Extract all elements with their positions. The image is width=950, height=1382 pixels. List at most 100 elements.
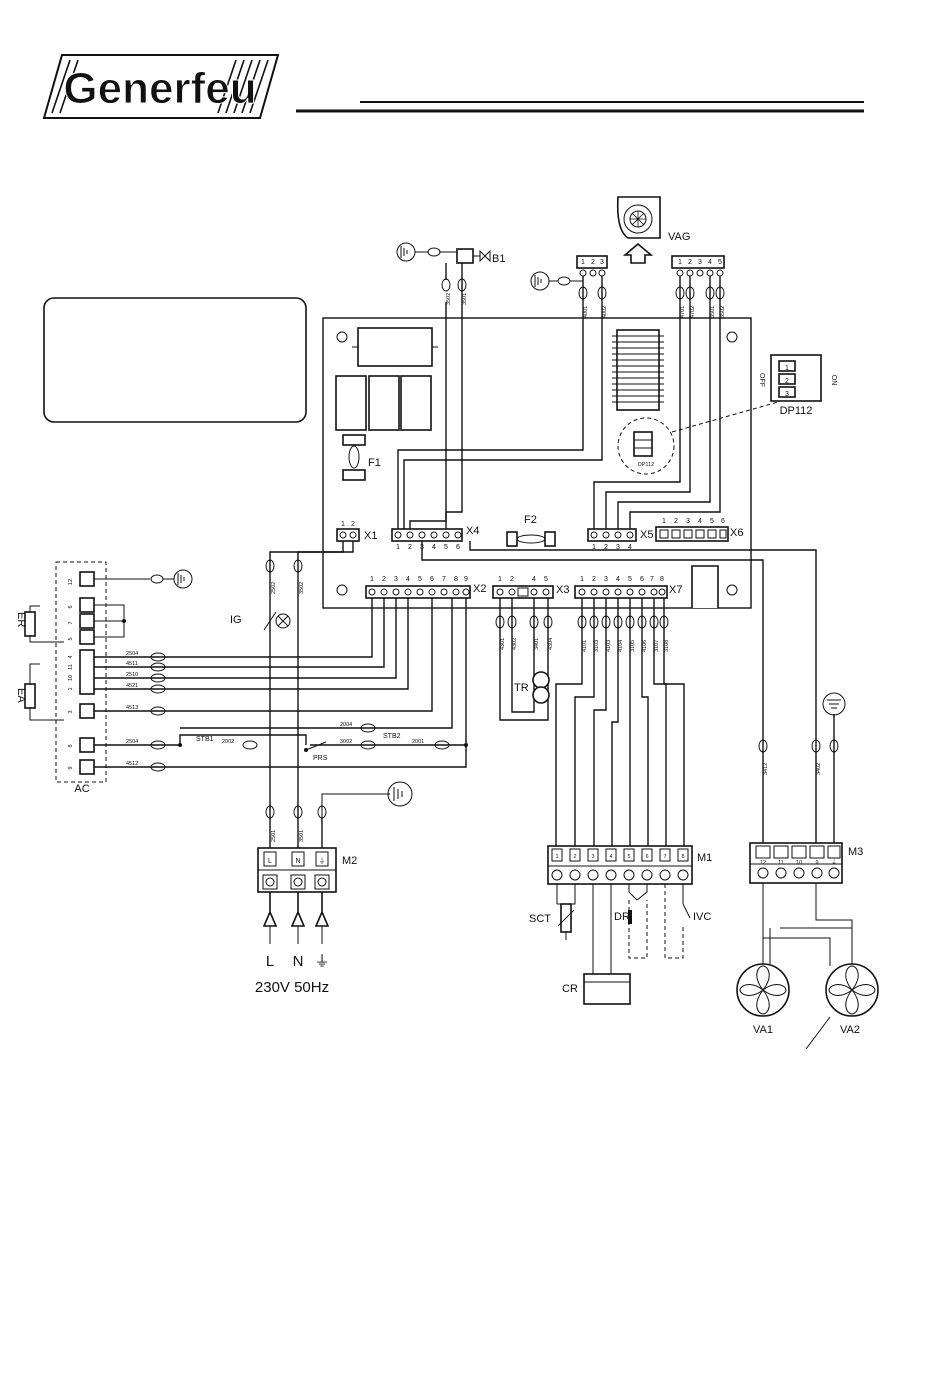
svg-text:4304: 4304 bbox=[548, 638, 554, 650]
svg-text:4103: 4103 bbox=[606, 640, 612, 652]
svg-text:5: 5 bbox=[627, 854, 630, 860]
svg-text:PRS: PRS bbox=[313, 755, 328, 762]
svg-text:⏚: ⏚ bbox=[314, 953, 329, 970]
f1-label: F1 bbox=[368, 457, 381, 469]
svg-text:6: 6 bbox=[645, 854, 648, 860]
m1-label: M1 bbox=[697, 852, 712, 864]
svg-text:4002: 4002 bbox=[602, 306, 608, 318]
svg-text:12: 12 bbox=[760, 860, 766, 866]
prs-switch: PRS bbox=[304, 741, 328, 762]
svg-text:3501: 3501 bbox=[299, 830, 305, 842]
svg-text:5: 5 bbox=[628, 576, 632, 583]
svg-text:4: 4 bbox=[432, 544, 436, 551]
svg-text:3502: 3502 bbox=[446, 293, 452, 305]
dip-off-label: OFF bbox=[758, 373, 765, 387]
dp112-board-switch: DP112 bbox=[617, 417, 675, 475]
board-socket bbox=[691, 565, 719, 608]
main-board bbox=[322, 317, 752, 609]
svg-text:2: 2 bbox=[592, 576, 596, 583]
svg-text:11: 11 bbox=[68, 664, 74, 670]
sensor-er: ER bbox=[15, 605, 64, 643]
svg-text:9: 9 bbox=[464, 576, 468, 583]
vag-connector: 1 2 3 4 5 bbox=[671, 255, 725, 277]
svg-text:CR: CR bbox=[562, 983, 578, 995]
svg-text:VA2: VA2 bbox=[840, 1024, 860, 1036]
svg-text:4513: 4513 bbox=[126, 705, 138, 711]
svg-text:STB2: STB2 bbox=[383, 733, 401, 740]
wire-tags-top bbox=[441, 278, 725, 300]
wire-numbers-ac: 2504 4511 2510 4521 4513 2504 4512 2002 … bbox=[126, 651, 424, 767]
m2-label: M2 bbox=[342, 855, 357, 867]
svg-text:6: 6 bbox=[430, 576, 434, 583]
svg-text:8: 8 bbox=[454, 576, 458, 583]
wires-x3-tr bbox=[499, 598, 549, 721]
svg-text:4106: 4106 bbox=[642, 640, 648, 652]
svg-text:DR: DR bbox=[614, 911, 630, 923]
ground-ac-icon bbox=[94, 569, 193, 589]
wires-top bbox=[397, 263, 721, 529]
connector-x4: 1 2 3 4 5 6 X4 bbox=[391, 525, 479, 551]
va2-leader bbox=[805, 1016, 831, 1050]
wire-tags-m3 bbox=[758, 739, 839, 753]
connector-x7: 1 2 3 4 5 6 7 8 X7 bbox=[574, 576, 682, 599]
svg-text:3401: 3401 bbox=[534, 638, 540, 650]
brand-logo: Generfeu bbox=[42, 54, 280, 119]
svg-text:3: 3 bbox=[600, 259, 604, 266]
cr-relay: CR bbox=[562, 884, 631, 1005]
svg-text:1: 1 bbox=[678, 259, 682, 266]
svg-text:4: 4 bbox=[708, 259, 712, 266]
stb1-switch: STB1 bbox=[178, 736, 214, 747]
svg-text:5: 5 bbox=[68, 637, 74, 640]
svg-text:2502: 2502 bbox=[271, 582, 277, 594]
svg-text:3: 3 bbox=[616, 544, 620, 551]
svg-text:3501: 3501 bbox=[710, 306, 716, 318]
wire-numbers-x3: 4301 4302 3401 4304 bbox=[500, 638, 554, 650]
svg-text:N: N bbox=[293, 953, 304, 970]
svg-text:2001: 2001 bbox=[412, 739, 424, 745]
svg-text:⏚: ⏚ bbox=[319, 857, 326, 865]
wire-numbers-x1: 2502 3502 2501 3501 bbox=[271, 582, 305, 842]
svg-text:8: 8 bbox=[681, 854, 684, 860]
board-mount-holes bbox=[336, 331, 738, 596]
dp112-label: DP112 bbox=[780, 405, 813, 417]
svg-text:3002: 3002 bbox=[340, 739, 352, 745]
svg-text:STB1: STB1 bbox=[196, 736, 214, 743]
vag-label: VAG bbox=[668, 231, 690, 243]
wire-numbers-m3: 3412 3402 bbox=[763, 763, 822, 775]
connector-x2: 1 2 3 4 5 6 7 8 9 X2 bbox=[365, 576, 486, 599]
wire-numbers-top: 3502 3501 4001 4002 4701 4702 3501 3502 bbox=[446, 293, 726, 318]
svg-text:4701: 4701 bbox=[680, 306, 686, 318]
svg-text:2: 2 bbox=[604, 544, 608, 551]
svg-text:VA1: VA1 bbox=[753, 1024, 773, 1036]
supply-arrows bbox=[262, 892, 330, 944]
brand-name: Generfeu bbox=[63, 64, 256, 113]
svg-text:1: 1 bbox=[498, 576, 502, 583]
svg-text:N: N bbox=[295, 858, 300, 865]
x7-label: X7 bbox=[669, 584, 682, 596]
sensor-ea: EA bbox=[15, 663, 64, 721]
svg-text:4302: 4302 bbox=[512, 638, 518, 650]
svg-text:1: 1 bbox=[341, 521, 345, 528]
svg-text:1: 1 bbox=[555, 854, 558, 860]
stb2-switch: STB2 bbox=[383, 733, 468, 747]
dip-pos-3: 3 bbox=[785, 391, 789, 398]
ground-b1-icon bbox=[530, 271, 584, 291]
svg-text:4512: 4512 bbox=[126, 761, 138, 767]
svg-text:10: 10 bbox=[68, 675, 74, 681]
ac-strip-border bbox=[55, 561, 107, 783]
ac-terminals: 12 6 7 5 4 11 10 1 3 8 9 AC bbox=[68, 571, 95, 795]
x1-label: X1 bbox=[364, 530, 377, 542]
x3-label: X3 bbox=[556, 584, 569, 596]
m3-label: M3 bbox=[848, 846, 863, 858]
svg-text:3: 3 bbox=[591, 854, 594, 860]
svg-text:5: 5 bbox=[444, 544, 448, 551]
svg-text:5: 5 bbox=[544, 576, 548, 583]
ac-bridge bbox=[94, 604, 125, 638]
svg-text:3103: 3103 bbox=[594, 640, 600, 652]
svg-text:4: 4 bbox=[532, 576, 536, 583]
svg-text:8: 8 bbox=[68, 744, 74, 747]
svg-text:4301: 4301 bbox=[500, 638, 506, 650]
svg-text:9: 9 bbox=[815, 860, 818, 866]
x6-label: X6 bbox=[730, 527, 743, 539]
